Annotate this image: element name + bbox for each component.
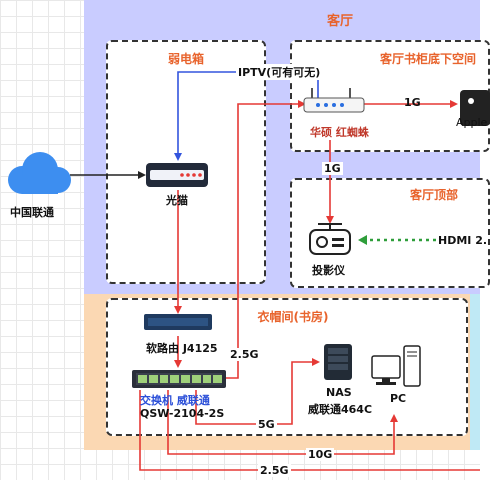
switch-label-line1: 交换机 威联通: [140, 394, 210, 407]
nas-label-line2: 威联通464C: [308, 403, 373, 416]
switch-pc-speed: 10G: [306, 448, 335, 461]
modem-softrouter-arrowhead: [174, 306, 182, 314]
iptv-arrowhead: [174, 153, 182, 161]
projector-label: 投影仪: [312, 264, 345, 277]
connection-lines: [8, 71, 490, 471]
switch-router-arrowhead: [298, 100, 306, 108]
iptv-label: IPTV(可有可无): [236, 64, 323, 80]
soft-router-icon: [144, 314, 212, 330]
apple-tv-label: Apple: [456, 116, 488, 129]
router-apple-speed: 1G: [404, 96, 421, 109]
hdmi-arrowhead: [358, 235, 367, 245]
right-zone-strip: [470, 294, 480, 450]
nas-label-line1: NAS: [326, 386, 352, 399]
projector-icon: [309, 223, 351, 255]
router-projector-arrowhead: [326, 216, 334, 224]
switch-router-link: [224, 103, 300, 379]
switch-label-line2: QSW-2104-2S: [140, 407, 225, 420]
bookshelf-title: 客厅书柜底下空间: [380, 52, 477, 66]
router-label: 华硕 红蜘蛛: [310, 126, 369, 139]
isp-label: 中国联通: [10, 206, 54, 219]
switch-port-row: [138, 375, 222, 383]
isp-modem-arrowhead: [138, 171, 146, 179]
switch-icon: [132, 370, 226, 388]
modem-icon: [146, 163, 208, 187]
switch-nas-speed: 5G: [256, 418, 277, 431]
nas-icon: [324, 344, 352, 380]
cloakroom-title: 衣帽间(书房): [257, 310, 329, 324]
living-room-title: 客厅: [326, 14, 353, 29]
switch-nas-arrowhead: [312, 358, 320, 366]
switch-pc-link: [167, 390, 395, 455]
switch-nas-link: [195, 361, 314, 425]
router-icon: [303, 88, 365, 113]
router-projector-speed: 1G: [322, 162, 343, 175]
ceiling-title: 客厅顶部: [410, 188, 459, 202]
switch-pc-arrowhead: [390, 414, 398, 422]
hdmi-label: HDMI 2.: [438, 234, 488, 247]
switch-right-link: [139, 390, 480, 471]
iptv-link: [177, 71, 319, 155]
pc-icon: [371, 345, 421, 387]
cloud-icon: [8, 152, 71, 194]
weak-box-title: 弱电箱: [167, 52, 204, 66]
softrouter-switch-arrowhead: [174, 360, 182, 368]
pc-label: PC: [390, 392, 407, 405]
apple-tv-icon: [460, 90, 490, 126]
switch-router-speed: 2.5G: [228, 348, 261, 361]
switch-right-speed: 2.5G: [258, 464, 291, 477]
weak-box-zone: [106, 40, 266, 284]
bookshelf-zone: [290, 40, 490, 152]
modem-label: 光猫: [166, 194, 188, 207]
soft-router-label: 软路由 J4125: [146, 342, 218, 355]
router-apple-arrowhead: [450, 100, 458, 108]
